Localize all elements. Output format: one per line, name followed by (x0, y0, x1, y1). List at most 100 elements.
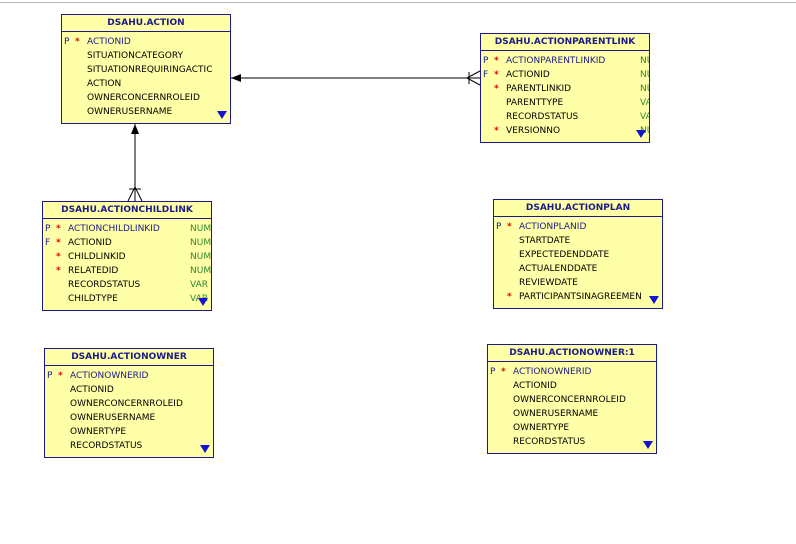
column-row[interactable]: RECORDSTATUS VAR (43, 278, 211, 292)
column-datatype: NU (640, 84, 649, 94)
column-row[interactable]: EXPECTEDENDDATE (494, 248, 662, 262)
scroll-down-icon[interactable] (636, 130, 646, 138)
primary-key-marker: P (496, 222, 502, 232)
not-null-marker: * (56, 266, 61, 276)
not-null-marker: * (494, 84, 499, 94)
scroll-down-icon[interactable] (198, 298, 208, 306)
column-name: ACTIONPARENTLINKID (506, 56, 606, 66)
relationship-arrowhead-icon (231, 74, 241, 82)
column-row[interactable]: ACTIONID (45, 383, 213, 397)
column-row[interactable]: REVIEWDATE (494, 276, 662, 290)
column-row[interactable]: RECORDSTATUS (488, 435, 656, 449)
scroll-down-icon[interactable] (649, 296, 659, 304)
column-name: OWNERCONCERNROLEID (70, 399, 183, 409)
foreign-key-marker: F (483, 70, 489, 80)
column-name: ACTIONID (87, 37, 131, 47)
column-row[interactable]: P * ACTIONOWNERID (488, 365, 656, 379)
relationship-arrowhead-icon (131, 124, 139, 134)
crows-foot-icon (127, 186, 143, 202)
column-name: OWNERTYPE (70, 427, 127, 437)
column-name: RELATEDID (68, 266, 119, 276)
column-row[interactable]: P * ACTIONPLANID (494, 220, 662, 234)
column-row[interactable]: SITUATIONREQUIRINGACTIC (62, 63, 230, 77)
entity-actionowner-1[interactable]: DSAHU.ACTIONOWNER:1 P * ACTIONOWNERID AC… (487, 344, 657, 454)
scroll-down-icon[interactable] (217, 111, 227, 119)
not-null-marker: * (507, 292, 512, 302)
column-name: PARENTLINKID (506, 84, 572, 94)
foreign-key-marker: F (45, 238, 51, 248)
column-datatype: VA (640, 112, 649, 122)
column-name: OWNERCONCERNROLEID (513, 395, 626, 405)
primary-key-marker: P (483, 56, 489, 66)
column-row[interactable]: ACTUALENDDATE (494, 262, 662, 276)
column-row[interactable]: OWNERCONCERNROLEID (488, 393, 656, 407)
column-row[interactable]: OWNERUSERNAME (45, 411, 213, 425)
column-name: ACTIONOWNERID (70, 371, 149, 381)
column-name: RECORDSTATUS (70, 441, 143, 451)
column-row[interactable]: * PARTICIPANTSINAGREEMEN (494, 290, 662, 304)
column-row[interactable]: CHILDTYPE VAR (43, 292, 211, 306)
column-list: P * ACTIONID SITUATIONCATEGORY SITUATION… (62, 32, 230, 119)
column-datatype: NUM (190, 224, 212, 234)
column-row[interactable]: OWNERUSERNAME (62, 105, 230, 119)
column-list: P * ACTIONPARENTLINKID NU F * ACTIONID N… (481, 51, 649, 138)
column-row[interactable]: RECORDSTATUS VA (481, 110, 649, 124)
column-row[interactable]: ACTION (62, 77, 230, 91)
column-row[interactable]: * VERSIONNO NU (481, 124, 649, 138)
column-row[interactable]: P * ACTIONCHILDLINKID NUM (43, 222, 211, 236)
column-row[interactable]: SITUATIONCATEGORY (62, 49, 230, 63)
entity-actionplan[interactable]: DSAHU.ACTIONPLAN P * ACTIONPLANID STARTD… (493, 199, 663, 309)
not-null-marker: * (507, 222, 512, 232)
scroll-down-icon[interactable] (200, 445, 210, 453)
column-row[interactable]: P * ACTIONPARENTLINKID NU (481, 54, 649, 68)
column-datatype: NUM (190, 266, 212, 276)
column-row[interactable]: OWNERCONCERNROLEID (62, 91, 230, 105)
entity-title: DSAHU.ACTIONPLAN (494, 200, 662, 217)
scroll-down-icon[interactable] (643, 441, 653, 449)
column-row[interactable]: PARENTTYPE VA (481, 96, 649, 110)
not-null-marker: * (494, 70, 499, 80)
canvas-top-border (0, 2, 796, 3)
column-row[interactable]: * CHILDLINKID NUM (43, 250, 211, 264)
column-row[interactable]: OWNERCONCERNROLEID (45, 397, 213, 411)
column-row[interactable]: * PARENTLINKID NU (481, 82, 649, 96)
column-list: P * ACTIONCHILDLINKID NUM F * ACTIONID N… (43, 219, 211, 306)
entity-title: DSAHU.ACTIONOWNER:1 (488, 345, 656, 362)
entity-actionowner[interactable]: DSAHU.ACTIONOWNER P * ACTIONOWNERID ACTI… (44, 348, 214, 458)
column-row[interactable]: OWNERTYPE (45, 425, 213, 439)
entity-actionchildlink[interactable]: DSAHU.ACTIONCHILDLINK P * ACTIONCHILDLIN… (42, 201, 212, 311)
column-name: ACTIONCHILDLINKID (68, 224, 160, 234)
column-row[interactable]: F * ACTIONID NU (481, 68, 649, 82)
column-name: OWNERUSERNAME (70, 413, 156, 423)
primary-key-marker: P (490, 367, 496, 377)
column-row[interactable]: OWNERTYPE (488, 421, 656, 435)
column-row[interactable]: * RELATEDID NUM (43, 264, 211, 278)
not-null-marker: * (58, 371, 63, 381)
not-null-marker: * (56, 252, 61, 262)
column-name: ACTION (87, 79, 122, 89)
column-list: P * ACTIONPLANID STARTDATE EXPECTEDENDDA… (494, 217, 662, 304)
column-row[interactable]: OWNERUSERNAME (488, 407, 656, 421)
column-row[interactable]: STARTDATE (494, 234, 662, 248)
entity-actionparentlink[interactable]: DSAHU.ACTIONPARENTLINK P * ACTIONPARENTL… (480, 33, 650, 143)
column-row[interactable]: RECORDSTATUS (45, 439, 213, 453)
column-row[interactable]: ACTIONID (488, 379, 656, 393)
not-null-marker: * (494, 126, 499, 136)
column-name: SITUATIONREQUIRINGACTIC (87, 65, 213, 75)
column-datatype: VAR (190, 280, 208, 290)
column-datatype: NU (640, 70, 649, 80)
entity-action[interactable]: DSAHU.ACTION P * ACTIONID SITUATIONCATEG… (61, 14, 231, 124)
crows-foot-icon (466, 70, 481, 86)
column-row[interactable]: F * ACTIONID NUM (43, 236, 211, 250)
column-row[interactable]: P * ACTIONID (62, 35, 230, 49)
column-row[interactable]: P * ACTIONOWNERID (45, 369, 213, 383)
column-name: ACTIONPLANID (519, 222, 587, 232)
entity-title: DSAHU.ACTIONOWNER (45, 349, 213, 366)
column-name: SITUATIONCATEGORY (87, 51, 184, 61)
primary-key-marker: P (47, 371, 53, 381)
column-datatype: NUM (190, 238, 212, 248)
column-name: OWNERUSERNAME (87, 107, 173, 117)
not-null-marker: * (56, 238, 61, 248)
column-name: PARENTTYPE (506, 98, 564, 108)
